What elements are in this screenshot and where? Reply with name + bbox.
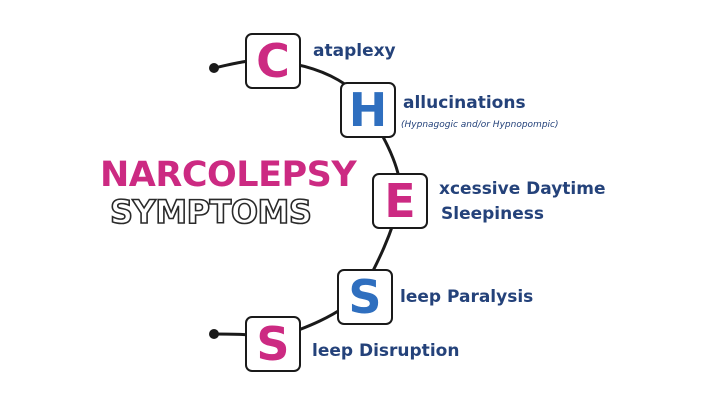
- letter-box-e: E: [372, 173, 428, 229]
- label-hallucinations: allucinations: [403, 93, 526, 113]
- label-sleep-disruption: leep Disruption: [312, 341, 460, 361]
- letter-box-s-disruption: S: [245, 316, 301, 372]
- end-dot: [209, 329, 219, 339]
- label-sleep-paralysis: leep Paralysis: [400, 287, 534, 307]
- letter-box-c: C: [245, 33, 301, 89]
- start-dot: [209, 63, 219, 73]
- label-cataplexy: ataplexy: [313, 41, 396, 61]
- letter-box-s-paralysis: S: [337, 269, 393, 325]
- note-hypnagogic: (Hypnagogic and/or Hypnopompic): [401, 120, 559, 130]
- title-symptoms: SYMPTOMS: [109, 193, 313, 231]
- title-narcolepsy: NARCOLEPSY: [100, 155, 357, 195]
- letter-box-h: H: [340, 82, 396, 138]
- label-excessive-daytime: xcessive Daytime: [439, 179, 606, 199]
- label-sleepiness: Sleepiness: [441, 204, 544, 224]
